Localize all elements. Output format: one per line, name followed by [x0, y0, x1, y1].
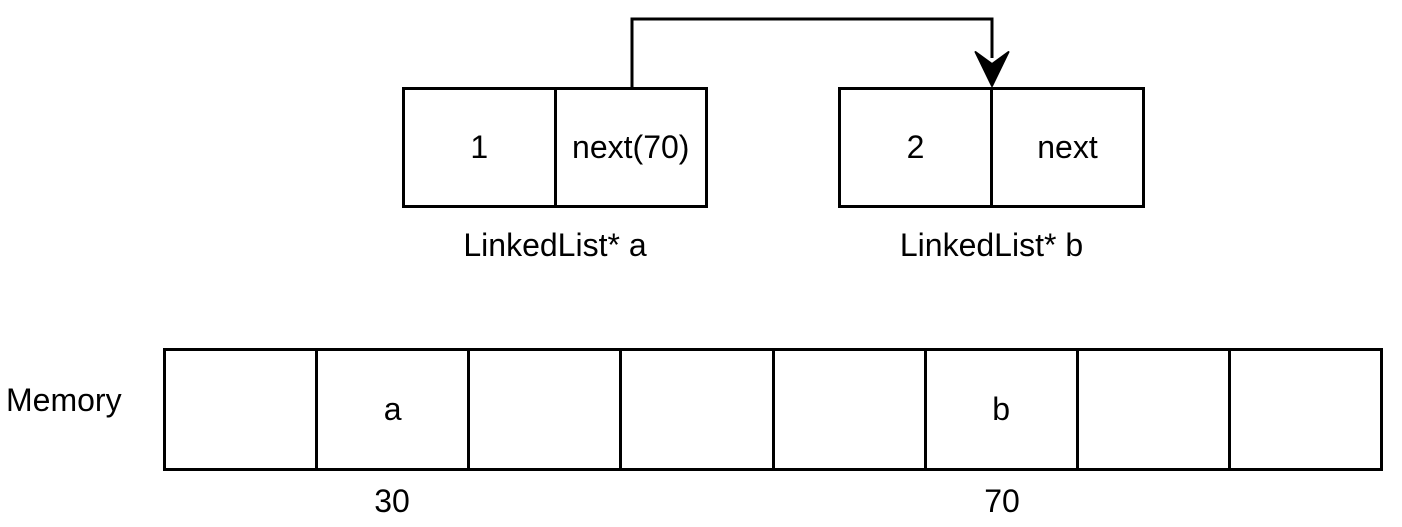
- node-a-caption: LinkedList* a: [463, 227, 647, 263]
- node-b-value-cell: 2: [906, 129, 925, 165]
- memory-cell: [1075, 351, 1228, 468]
- memory-label: Memory: [6, 382, 122, 418]
- memory-cell: a: [315, 351, 467, 468]
- memory-cell: [467, 351, 619, 468]
- address-label-70: 70: [984, 483, 1020, 519]
- arrowhead-icon: [974, 51, 1010, 87]
- node-b-next-cell: next: [990, 90, 1142, 205]
- memory-cell: [1227, 351, 1380, 468]
- memory-cell: [166, 351, 315, 468]
- node-b: 2 next: [838, 87, 1145, 208]
- memory-cell: [619, 351, 771, 468]
- memory-cell: [771, 351, 924, 468]
- arrow-line: [630, 17, 994, 87]
- memory-cell: b: [923, 351, 1076, 468]
- memory-array: a b: [163, 348, 1383, 471]
- node-a-next-cell: next(70): [553, 90, 706, 205]
- address-label-30: 30: [374, 483, 410, 519]
- node-a-value-cell: 1: [470, 129, 489, 165]
- node-b-caption: LinkedList* b: [899, 227, 1084, 263]
- node-a: 1 next(70): [402, 87, 708, 208]
